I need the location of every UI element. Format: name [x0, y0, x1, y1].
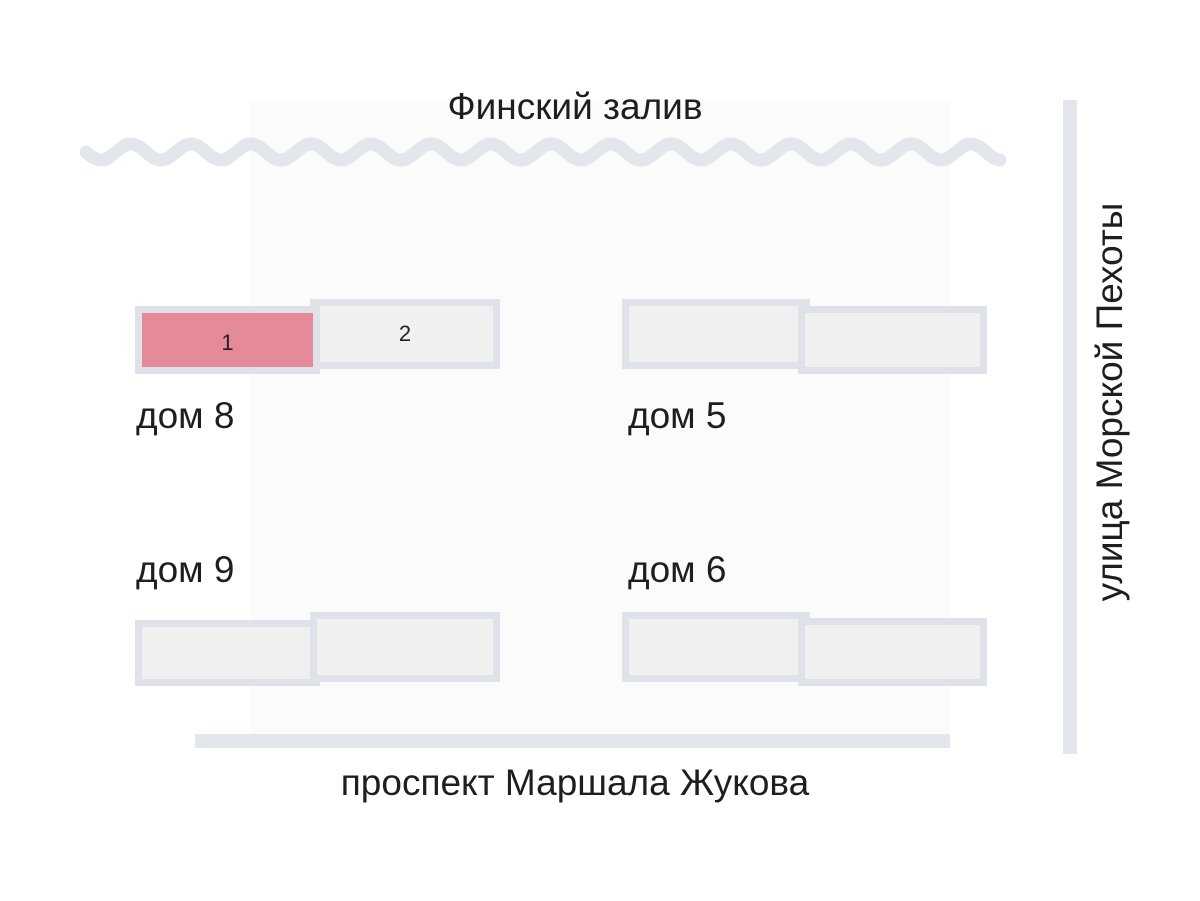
- house-5-label: дом 5: [628, 395, 727, 436]
- road-right: [1063, 100, 1077, 754]
- house-6-section-1[interactable]: [622, 612, 810, 682]
- house-9-section-1[interactable]: [135, 620, 320, 686]
- house-8-section-1-selected[interactable]: 1: [135, 306, 320, 374]
- house-9-section-2[interactable]: [310, 612, 500, 682]
- street-right-label: улица Морской Пехоты: [1089, 202, 1130, 602]
- house-8-label: дом 8: [136, 395, 235, 436]
- road-bottom: [195, 734, 950, 748]
- house-5-section-1[interactable]: [622, 299, 810, 369]
- house-9-label: дом 9: [136, 549, 235, 590]
- house-8-section-2-number: 2: [398, 321, 412, 346]
- water-wave-line: [80, 137, 1007, 167]
- house-5-section-2[interactable]: [798, 306, 987, 374]
- house-8-section-1-number: 1: [221, 330, 234, 355]
- house-6-label: дом 6: [628, 549, 727, 590]
- street-bottom-label: проспект Маршала Жукова: [340, 762, 810, 803]
- house-8-section-2[interactable]: 2: [310, 299, 500, 369]
- house-6-section-2[interactable]: [798, 618, 987, 686]
- gulf-label: Финский залив: [447, 86, 703, 127]
